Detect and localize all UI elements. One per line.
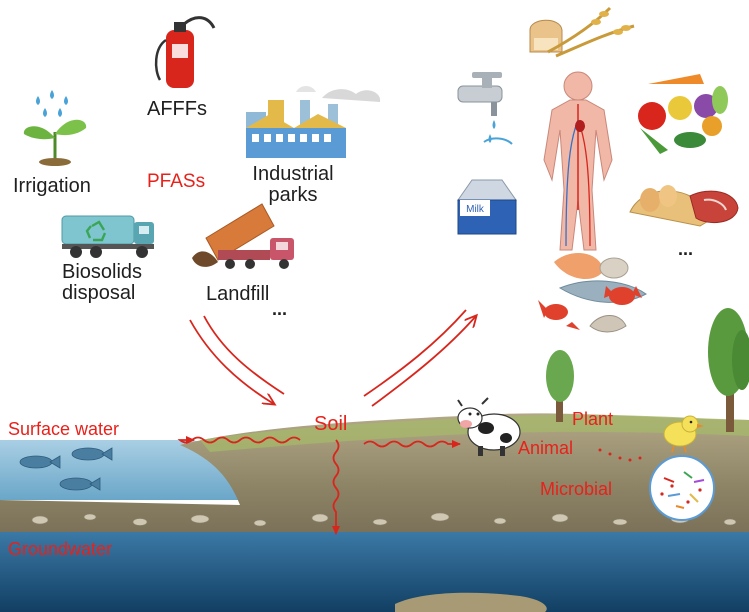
industrial-line2: parks <box>268 184 318 206</box>
recycle-icon <box>85 220 107 242</box>
dotted-trail <box>598 448 642 462</box>
wavy-arrow-to-organisms <box>363 440 461 448</box>
surface-water-label: Surface water <box>8 419 120 439</box>
sprout-icon <box>23 119 87 166</box>
rain-drops-icon <box>36 90 68 117</box>
fish-icon <box>19 447 113 491</box>
fire-extinguisher-icon <box>154 16 216 88</box>
faucet-icon <box>457 72 513 145</box>
milk-carton-icon: Milk <box>457 179 517 235</box>
industrial-parks-label: Industrial parks <box>238 164 348 206</box>
microbe-icon <box>649 455 715 521</box>
meat-eggs-icon <box>629 185 739 227</box>
sources-more-label: ... <box>272 299 288 319</box>
plant-label: Plant <box>572 409 614 429</box>
exposure-more-label: ... <box>678 239 694 259</box>
bread-wheat-icon <box>529 6 635 58</box>
animal-label: Animal <box>518 438 574 458</box>
seafood-icon <box>538 252 647 333</box>
industrial-line1: Industrial <box>252 163 334 185</box>
arrow-soil-to-exposure <box>363 309 476 407</box>
wavy-arrow-to-groundwater <box>332 439 340 535</box>
human-body-icon <box>543 71 613 251</box>
biosolids-disposal-label: Biosolids disposal <box>62 262 142 304</box>
microbial-label: Microbial <box>540 479 613 499</box>
afff-label: AFFFs <box>147 98 207 120</box>
landfill-label: Landfill <box>206 283 270 305</box>
tree-icon <box>546 308 749 432</box>
biosolids-line1: Biosolids <box>62 261 143 283</box>
cow-icon <box>457 397 521 456</box>
milk-label: Milk <box>466 204 485 215</box>
arrow-sources-to-soil <box>189 315 285 404</box>
groundwater-label: Groundwater <box>8 539 113 559</box>
soil-label: Soil <box>314 413 348 435</box>
dump-truck-icon <box>192 203 294 269</box>
biosolids-line2: disposal <box>62 282 136 304</box>
vegetables-icon <box>638 74 728 154</box>
wavy-arrow-to-surface-water <box>177 436 301 444</box>
bird-icon <box>663 415 704 453</box>
sandbar <box>395 592 547 612</box>
factory-icon <box>246 86 381 158</box>
tanker-truck-icon <box>61 215 154 258</box>
irrigation-label: Irrigation <box>13 175 91 197</box>
groundwater-body <box>0 532 749 612</box>
pfas-label: PFASs <box>147 171 206 192</box>
